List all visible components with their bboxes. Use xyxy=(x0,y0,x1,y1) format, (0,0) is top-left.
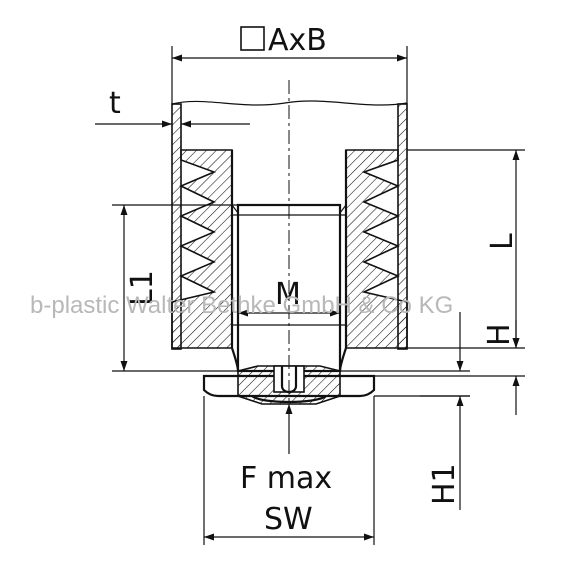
label-h: H xyxy=(482,323,517,346)
dimension-h1: H1 xyxy=(340,312,470,510)
label-sw: SW xyxy=(264,502,313,537)
label-fmax: F max xyxy=(240,461,332,496)
dimension-sw: SW xyxy=(203,396,375,545)
dimension-axb: AxB xyxy=(171,23,408,104)
label-l: L xyxy=(485,233,520,250)
dimension-t: t xyxy=(95,86,250,128)
label-m: M xyxy=(275,277,301,312)
dimension-l: L xyxy=(407,149,525,349)
force-arrow: F max xyxy=(240,404,332,496)
dimension-l1: L1 xyxy=(112,204,238,372)
square-symbol-icon xyxy=(240,26,265,51)
label-t: t xyxy=(109,86,121,121)
label-l1: L1 xyxy=(125,270,160,306)
watermark-text: b-plastic Walter Bethke GmbH & Co KG xyxy=(30,292,453,319)
tube-profile xyxy=(171,100,408,350)
label-h1: H1 xyxy=(427,463,462,505)
dimension-m: M xyxy=(238,277,340,317)
insert-plug xyxy=(171,149,408,349)
label-axb: AxB xyxy=(268,23,327,58)
